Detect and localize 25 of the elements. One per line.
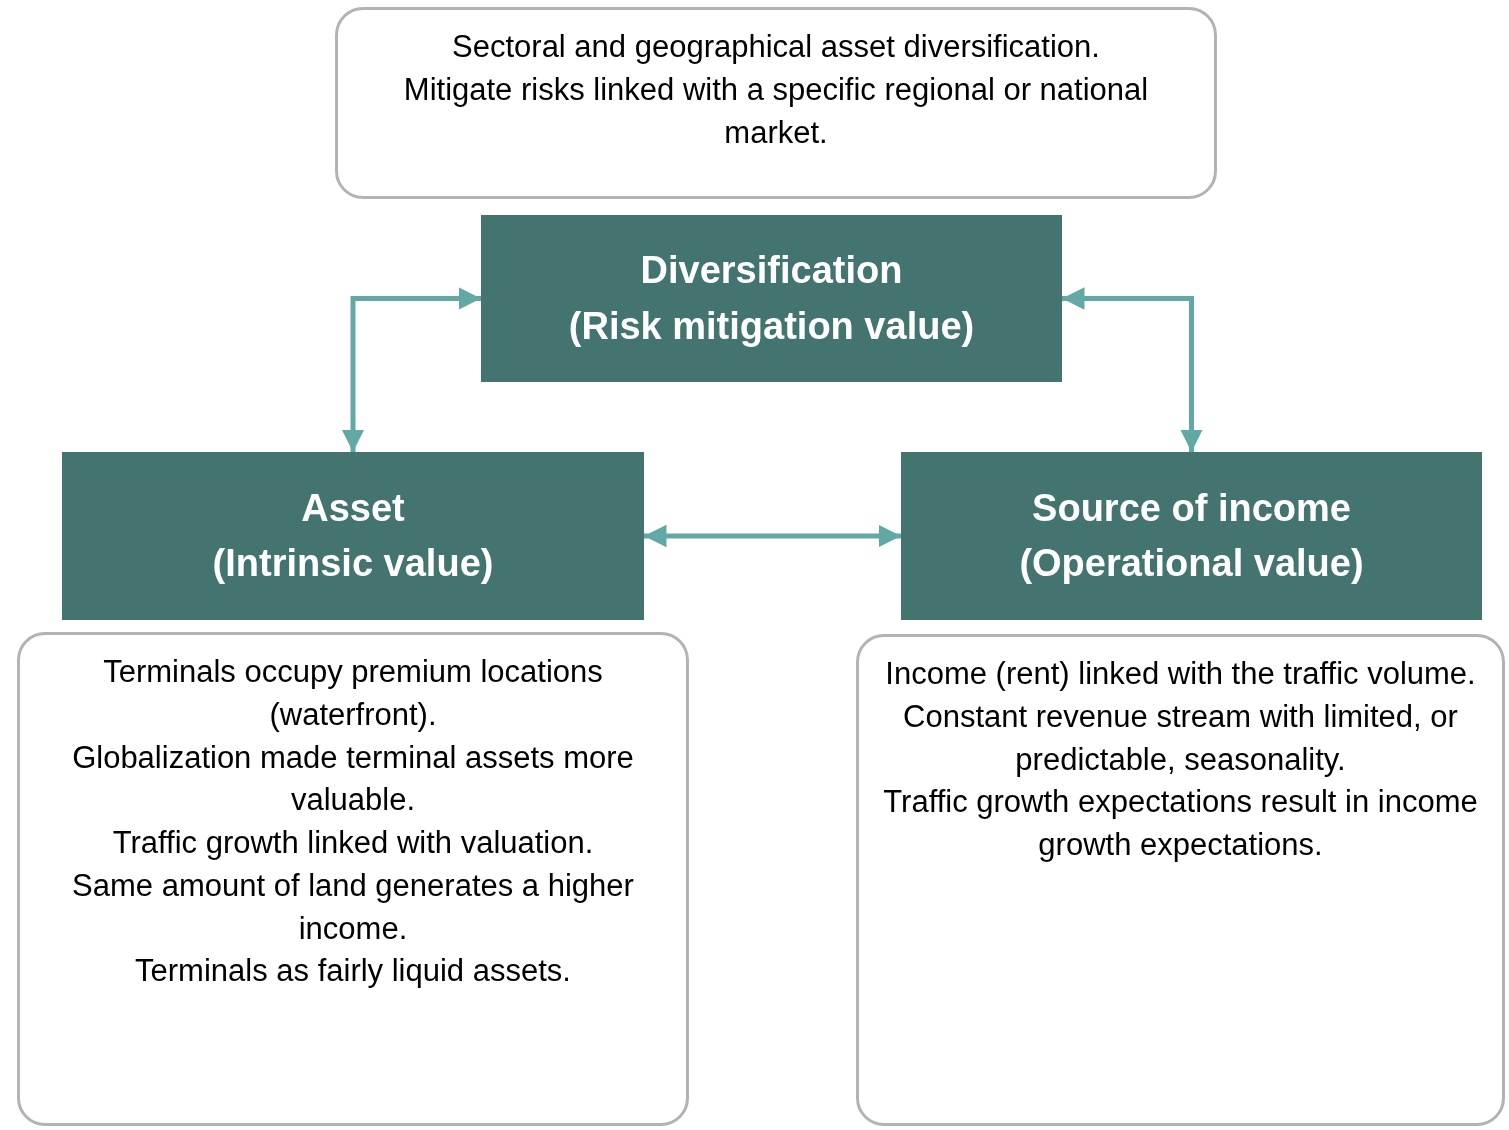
heading-text: Diversification: [640, 248, 903, 294]
description-text: Traffic growth linked with valuation.: [112, 824, 594, 863]
text-box: [17, 632, 689, 1126]
text-box: [856, 634, 1505, 1126]
connector-arrow: [341, 287, 481, 452]
subheading-text: (Risk mitigation value): [568, 303, 975, 349]
description-text: Constant revenue stream with limited, or predictable, seasonality.: [902, 697, 1459, 779]
heading-box: [901, 452, 1482, 620]
description-text: Terminals occupy premium locations (waterfront).: [102, 653, 604, 734]
description-text: Globalization made terminal assets more valuable.: [71, 738, 635, 820]
heading-box: [481, 215, 1062, 382]
description-text: Same amount of land generates a higher income.: [71, 866, 635, 948]
description-text: Sectoral and geographical asset diversification.: [452, 28, 1100, 66]
subheading-text: (Intrinsic value): [212, 541, 494, 586]
description-text: Income (rent) linked with the traffic volume.: [885, 655, 1476, 693]
connector-arrow: [644, 524, 901, 548]
heading-text: Asset: [301, 485, 405, 531]
description-text: Mitigate risks linked with a specific regional or national market.: [402, 70, 1150, 152]
heading-text: Source of income: [1032, 485, 1351, 531]
subheading-text: (Operational value): [1019, 541, 1364, 586]
heading-box: [62, 452, 644, 620]
description-text: Terminals as fairly liquid assets.: [135, 952, 571, 991]
description-text: Traffic growth expectations result in income growth expectations.: [883, 783, 1478, 865]
connector-arrow: [1062, 287, 1203, 452]
text-box: [335, 7, 1217, 199]
